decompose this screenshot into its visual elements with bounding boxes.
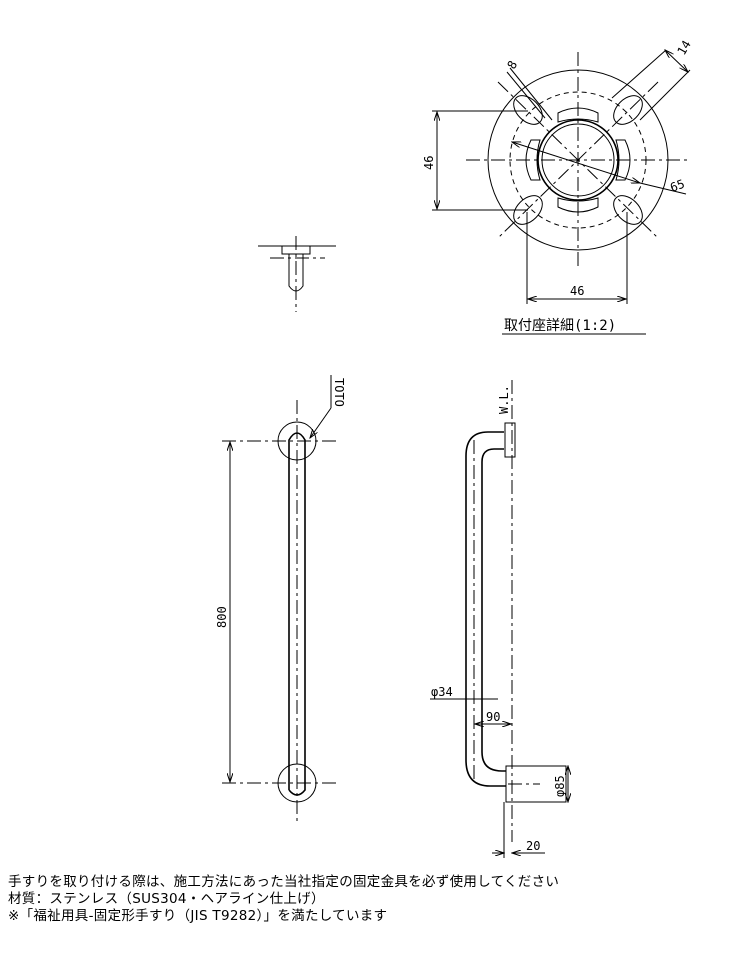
dim-horizontal-pitch: 46 (570, 284, 584, 298)
dim-hole-width: 8 (504, 58, 520, 71)
water-line-label: W.L. (497, 385, 511, 414)
note-material: 材質：ステンレス（SUS304・ヘアライン仕上げ） (8, 891, 325, 907)
dim-flange-depth: 20 (526, 839, 540, 853)
side-view: W.L. φ34 90 φ85 20 (430, 380, 568, 858)
detail-caption: 取付座詳細(1:2) (504, 318, 616, 334)
dim-projection: 90 (486, 710, 500, 724)
anchor-section-view (258, 236, 336, 312)
dim-diameter: 65 (668, 177, 686, 195)
brand-mark: TOTO (332, 378, 346, 407)
dim-length: 800 (215, 606, 229, 628)
dim-slot-width: 14 (674, 38, 693, 58)
flange-detail: 14 8 65 46 46 取付座詳細(1:2) (422, 38, 694, 335)
front-view: 800 TOTO (215, 375, 346, 822)
dim-vertical-pitch: 46 (422, 156, 436, 170)
dim-flange-diameter: φ85 (553, 775, 567, 797)
note-installation: 手すりを取り付ける際は、施工方法にあった当社指定の固定金具を必ず使用してください (8, 874, 560, 890)
notes: 手すりを取り付ける際は、施工方法にあった当社指定の固定金具を必ず使用してください… (8, 874, 559, 925)
note-standard: ※「福祉用具-固定形手すり（JIS T9282）」を満たしています (8, 908, 388, 924)
dim-pipe-diameter: φ34 (431, 685, 453, 699)
